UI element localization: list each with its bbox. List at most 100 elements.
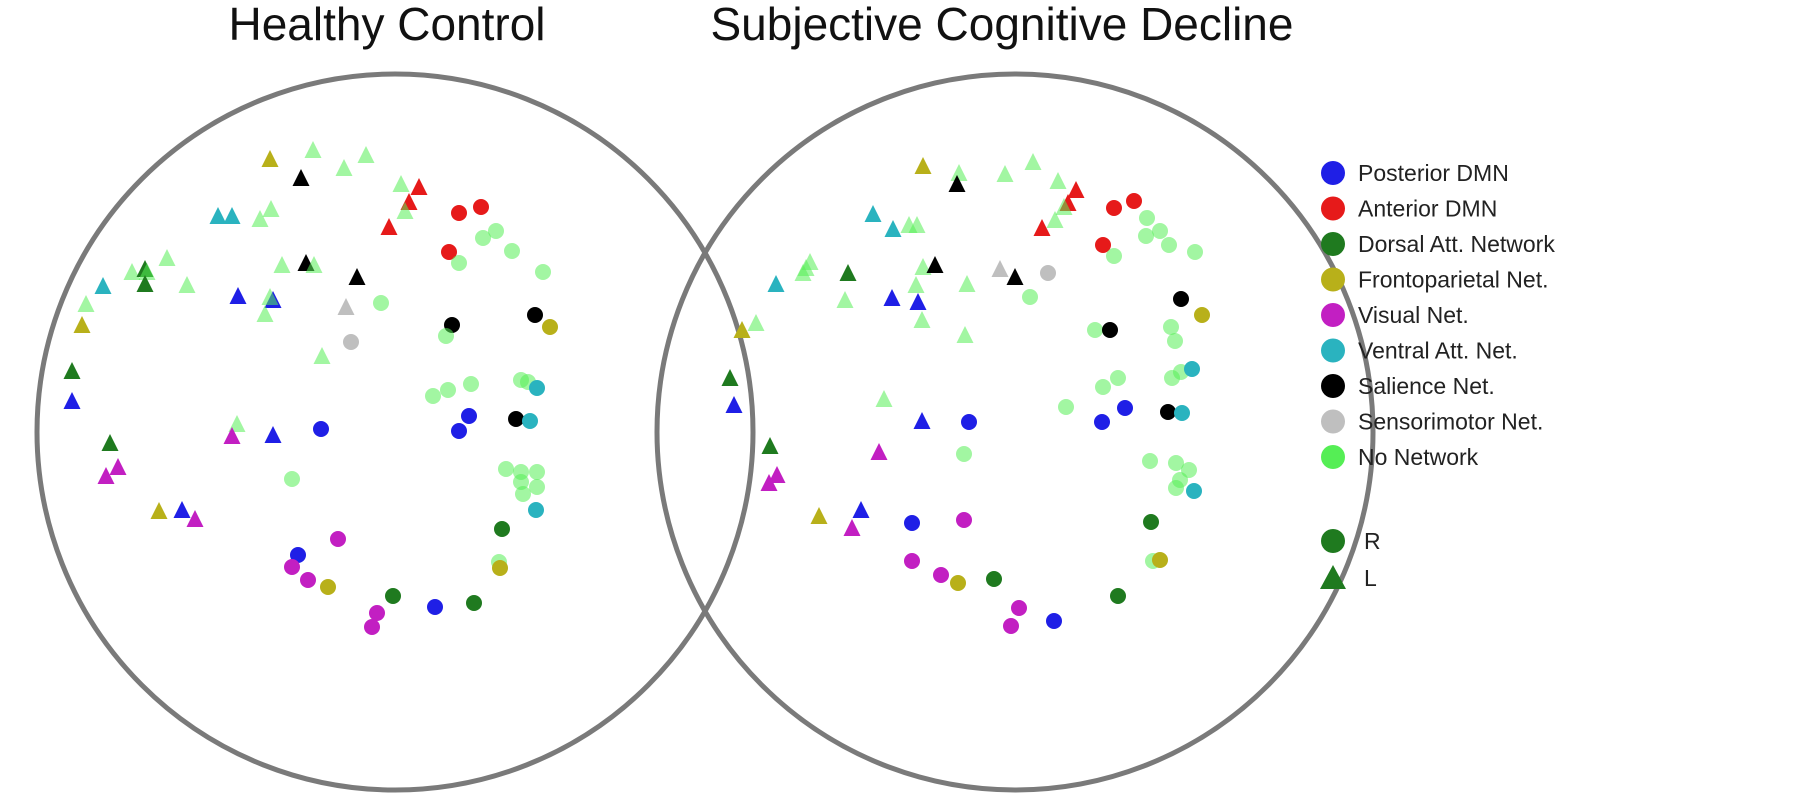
- node-none-right-hemisphere: [373, 295, 389, 311]
- node-none-right-hemisphere: [463, 376, 479, 392]
- node-none-right-hemisphere: [1168, 455, 1184, 471]
- node-none-left-hemisphere: [178, 276, 196, 293]
- node-van-right-hemisphere: [1174, 405, 1190, 421]
- node-none-right-hemisphere: [1138, 228, 1154, 244]
- node-none-left-hemisphere: [335, 159, 353, 176]
- node-smn-right-hemisphere: [1040, 265, 1056, 281]
- node-none-right-hemisphere: [1167, 333, 1183, 349]
- node-vis-left-hemisphere: [97, 467, 115, 484]
- node-vis-right-hemisphere: [956, 512, 972, 528]
- node-none-left-hemisphere: [907, 276, 925, 293]
- node-none-left-hemisphere: [273, 256, 291, 273]
- node-none-right-hemisphere: [1168, 480, 1184, 496]
- node-pdmn-right-hemisphere: [461, 408, 477, 424]
- node-none-left-hemisphere: [996, 165, 1014, 182]
- node-pdmn-left-hemisphere: [852, 501, 870, 518]
- node-none-right-hemisphere: [1139, 210, 1155, 226]
- node-none-right-hemisphere: [1142, 453, 1158, 469]
- node-none-left-hemisphere: [958, 275, 976, 292]
- node-admn-right-hemisphere: [451, 205, 467, 221]
- node-vis-left-hemisphere: [186, 510, 204, 527]
- legend-label-none: No Network: [1358, 444, 1479, 470]
- node-none-left-hemisphere: [251, 210, 269, 227]
- node-sal-right-hemisphere: [1160, 404, 1176, 420]
- node-none-left-hemisphere: [77, 295, 95, 312]
- node-vis-right-hemisphere: [904, 553, 920, 569]
- legend-swatch-hemisphere-R: [1321, 529, 1345, 553]
- legend-label-fpn: Frontoparietal Net.: [1358, 267, 1548, 293]
- legend-swatch-pdmn: [1321, 161, 1345, 185]
- node-admn-left-hemisphere: [1033, 219, 1051, 236]
- node-none-right-hemisphere: [535, 264, 551, 280]
- legend-swatch-vis: [1321, 303, 1345, 327]
- node-sal-right-hemisphere: [527, 307, 543, 323]
- node-none-left-hemisphere: [396, 202, 414, 219]
- node-van-left-hemisphere: [864, 205, 882, 222]
- node-pdmn-right-hemisphere: [1094, 414, 1110, 430]
- node-vis-left-hemisphere: [760, 474, 778, 491]
- node-dan-right-hemisphere: [1143, 514, 1159, 530]
- node-admn-right-hemisphere: [441, 244, 457, 260]
- node-sal-left-hemisphere: [1006, 268, 1024, 285]
- node-none-left-hemisphere: [304, 141, 322, 158]
- node-none-right-hemisphere: [438, 328, 454, 344]
- node-sal-left-hemisphere: [926, 256, 944, 273]
- node-none-left-hemisphere: [1055, 198, 1073, 215]
- node-pdmn-left-hemisphere: [264, 426, 282, 443]
- node-none-right-hemisphere: [1163, 319, 1179, 335]
- node-none-right-hemisphere: [451, 255, 467, 271]
- node-admn-left-hemisphere: [410, 178, 428, 195]
- node-none-left-hemisphere: [836, 291, 854, 308]
- node-dan-left-hemisphere: [101, 434, 119, 451]
- node-none-left-hemisphere: [357, 146, 375, 163]
- node-pdmn-right-hemisphere: [451, 423, 467, 439]
- legend-label-pdmn: Posterior DMN: [1358, 160, 1509, 186]
- legend-swatch-admn: [1321, 196, 1345, 221]
- node-sal-right-hemisphere: [1102, 322, 1118, 338]
- node-pdmn-right-hemisphere: [904, 515, 920, 531]
- node-none-right-hemisphere: [1164, 370, 1180, 386]
- node-dan-left-hemisphere: [761, 437, 779, 454]
- node-fpn-left-hemisphere: [150, 502, 168, 519]
- node-smn-left-hemisphere: [991, 260, 1009, 277]
- node-fpn-left-hemisphere: [73, 316, 91, 333]
- node-admn-right-hemisphere: [1095, 237, 1111, 253]
- brain-outline-scd: [654, 71, 1376, 793]
- node-dan-right-hemisphere: [466, 595, 482, 611]
- legend-label-van: Ventral Att. Net.: [1358, 338, 1518, 364]
- node-none-left-hemisphere: [228, 415, 246, 432]
- node-sal-right-hemisphere: [508, 411, 524, 427]
- node-van-right-hemisphere: [522, 413, 538, 429]
- node-van-right-hemisphere: [1186, 483, 1202, 499]
- node-none-left-hemisphere: [914, 258, 932, 275]
- node-none-right-hemisphere: [513, 474, 529, 490]
- node-pdmn-right-hemisphere: [1046, 613, 1062, 629]
- node-none-left-hemisphere: [123, 263, 141, 280]
- node-sal-right-hemisphere: [1173, 291, 1189, 307]
- node-vis-right-hemisphere: [284, 559, 300, 575]
- node-none-right-hemisphere: [956, 446, 972, 462]
- legend-swatch-smn: [1321, 409, 1345, 434]
- node-none-left-hemisphere: [256, 305, 274, 322]
- legend-label-smn: Sensorimotor Net.: [1358, 409, 1543, 435]
- node-fpn-left-hemisphere: [733, 321, 751, 338]
- node-none-left-hemisphere: [1049, 172, 1067, 189]
- node-pdmn-left-hemisphere: [909, 293, 927, 310]
- node-pdmn-right-hemisphere: [290, 547, 306, 563]
- node-none-left-hemisphere: [747, 314, 765, 331]
- legend-swatch-none: [1321, 445, 1345, 469]
- node-none-right-hemisphere: [498, 461, 514, 477]
- node-admn-right-hemisphere: [473, 199, 489, 215]
- node-none-right-hemisphere: [284, 471, 300, 487]
- node-fpn-right-hemisphere: [1152, 552, 1168, 568]
- node-dan-right-hemisphere: [1110, 588, 1126, 604]
- node-fpn-right-hemisphere: [1194, 307, 1210, 323]
- node-none-right-hemisphere: [1161, 237, 1177, 253]
- node-van-right-hemisphere: [1184, 361, 1200, 377]
- node-none-left-hemisphere: [138, 263, 156, 280]
- nodes-scd: [721, 153, 1210, 634]
- node-none-left-hemisphere: [305, 256, 323, 273]
- node-dan-left-hemisphere: [136, 275, 154, 292]
- node-van-right-hemisphere: [528, 502, 544, 518]
- node-pdmn-right-hemisphere: [427, 599, 443, 615]
